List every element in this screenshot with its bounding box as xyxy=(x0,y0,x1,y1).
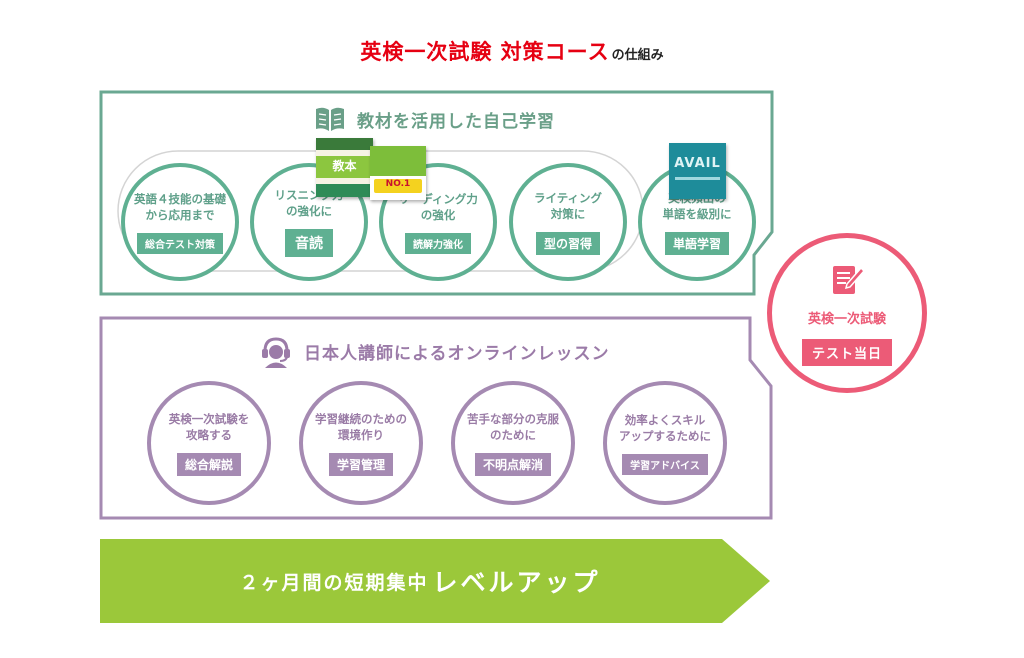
self-study-item-3: リーディング力 の強化 読解力強化 xyxy=(379,163,497,281)
lesson-item-3-tag: 不明点解消 xyxy=(474,452,551,476)
title-main: 英検一次試験 対策コース xyxy=(360,40,610,64)
exam-day-tag: テスト当日 xyxy=(801,339,892,366)
book-band xyxy=(316,156,373,178)
desc-line: ライティング xyxy=(533,190,603,205)
lesson-item-2-desc: 学習継続のための 環境作り xyxy=(315,411,407,443)
lesson-item-2: 学習継続のための 環境作り 学習管理 xyxy=(299,381,423,505)
exam-sheet-pen-icon xyxy=(833,266,866,294)
lesson-item-2-tag: 学習管理 xyxy=(328,452,393,476)
self-study-heading-text: 教材を活用した自己学習 xyxy=(357,111,555,132)
textbook-cover-2: NO.1 xyxy=(370,146,426,200)
lesson-item-1: 英検一次試験を 攻略する 総合解説 xyxy=(147,381,271,505)
desc-line: の強化に xyxy=(286,204,332,218)
level-up-banner: ２ヶ月間の短期集中 レベルアップ xyxy=(100,539,740,623)
page-title: 英検一次試験 対策コースの仕組み xyxy=(0,36,1024,66)
banner-part2: レベルアップ xyxy=(432,568,601,597)
lesson-item-3-desc: 苦手な部分の克服 のために xyxy=(467,411,559,443)
exam-day-circle: 英検一次試験 テスト当日 xyxy=(767,233,927,393)
desc-line: 単語を級別に xyxy=(662,206,732,221)
lessons-heading-text: 日本人講師によるオンラインレッスン xyxy=(304,343,610,364)
self-study-item-5-tag: 単語学習 xyxy=(664,231,729,255)
lesson-item-3: 苦手な部分の克服 のために 不明点解消 xyxy=(451,381,575,505)
lessons-frame xyxy=(99,316,773,520)
lesson-item-1-tag: 総合解説 xyxy=(176,452,241,476)
desc-line: 英検一次試験を xyxy=(168,411,250,426)
book-band xyxy=(316,138,373,150)
vocab-book-cover: AVAIL xyxy=(669,143,726,199)
book-band xyxy=(370,146,426,176)
desc-line: のために xyxy=(490,427,536,442)
book-3-title: AVAIL xyxy=(674,156,721,171)
book-band xyxy=(316,184,373,197)
book-2-title: NO.1 xyxy=(385,179,411,189)
self-study-item-2-tag: 音読 xyxy=(285,229,333,257)
book-badge xyxy=(374,179,422,193)
desc-line: の強化 xyxy=(420,207,456,222)
self-study-heading: 教材を活用した自己学習 xyxy=(313,105,555,133)
desc-line: 学習継続のための xyxy=(315,411,407,426)
self-study-item-3-tag: 読解力強化 xyxy=(405,232,471,254)
self-study-item-1: 英語４技能の基礎 から応用まで 総合テスト対策 xyxy=(121,163,239,281)
desc-line: 環境作り xyxy=(338,427,384,442)
lesson-item-4-tag: 学習アドバイス xyxy=(622,453,708,475)
title-suffix: の仕組み xyxy=(611,48,664,63)
banner-part1: ２ヶ月間の短期集中 xyxy=(239,571,429,594)
self-study-item-4: ライティング 対策に 型の習得 xyxy=(509,163,627,281)
lessons-heading: 日本人講師によるオンラインレッスン xyxy=(258,333,610,369)
open-book-icon xyxy=(316,107,344,131)
desc-line: 攻略する xyxy=(186,427,232,442)
book-line xyxy=(675,177,720,180)
desc-line: 効率よくスキル xyxy=(624,412,706,427)
desc-line: 対策に xyxy=(550,206,586,221)
lesson-item-4: 効率よくスキル アップするために 学習アドバイス xyxy=(603,381,727,505)
self-study-item-4-tag: 型の習得 xyxy=(535,231,600,255)
self-study-frame xyxy=(99,90,774,296)
desc-line: から応用まで xyxy=(145,207,215,222)
exam-label: 英検一次試験 xyxy=(807,312,886,327)
self-study-item-4-desc: ライティング 対策に xyxy=(534,190,602,222)
self-study-item-1-tag: 総合テスト対策 xyxy=(137,232,223,254)
desc-line: アップするために xyxy=(619,428,711,443)
desc-line: 苦手な部分の克服 xyxy=(467,411,559,426)
lesson-item-1-desc: 英検一次試験を 攻略する xyxy=(169,411,250,443)
level-up-arrow xyxy=(100,539,770,623)
desc-line: 英語４技能の基礎 xyxy=(134,191,226,206)
textbook-cover-1: 教本 xyxy=(316,138,373,197)
book-1-title: 教本 xyxy=(332,159,357,173)
lesson-item-4-desc: 効率よくスキル アップするために xyxy=(619,412,711,444)
self-study-item-1-desc: 英語４技能の基礎 から応用まで xyxy=(134,191,226,223)
headset-teacher-icon xyxy=(262,337,290,368)
